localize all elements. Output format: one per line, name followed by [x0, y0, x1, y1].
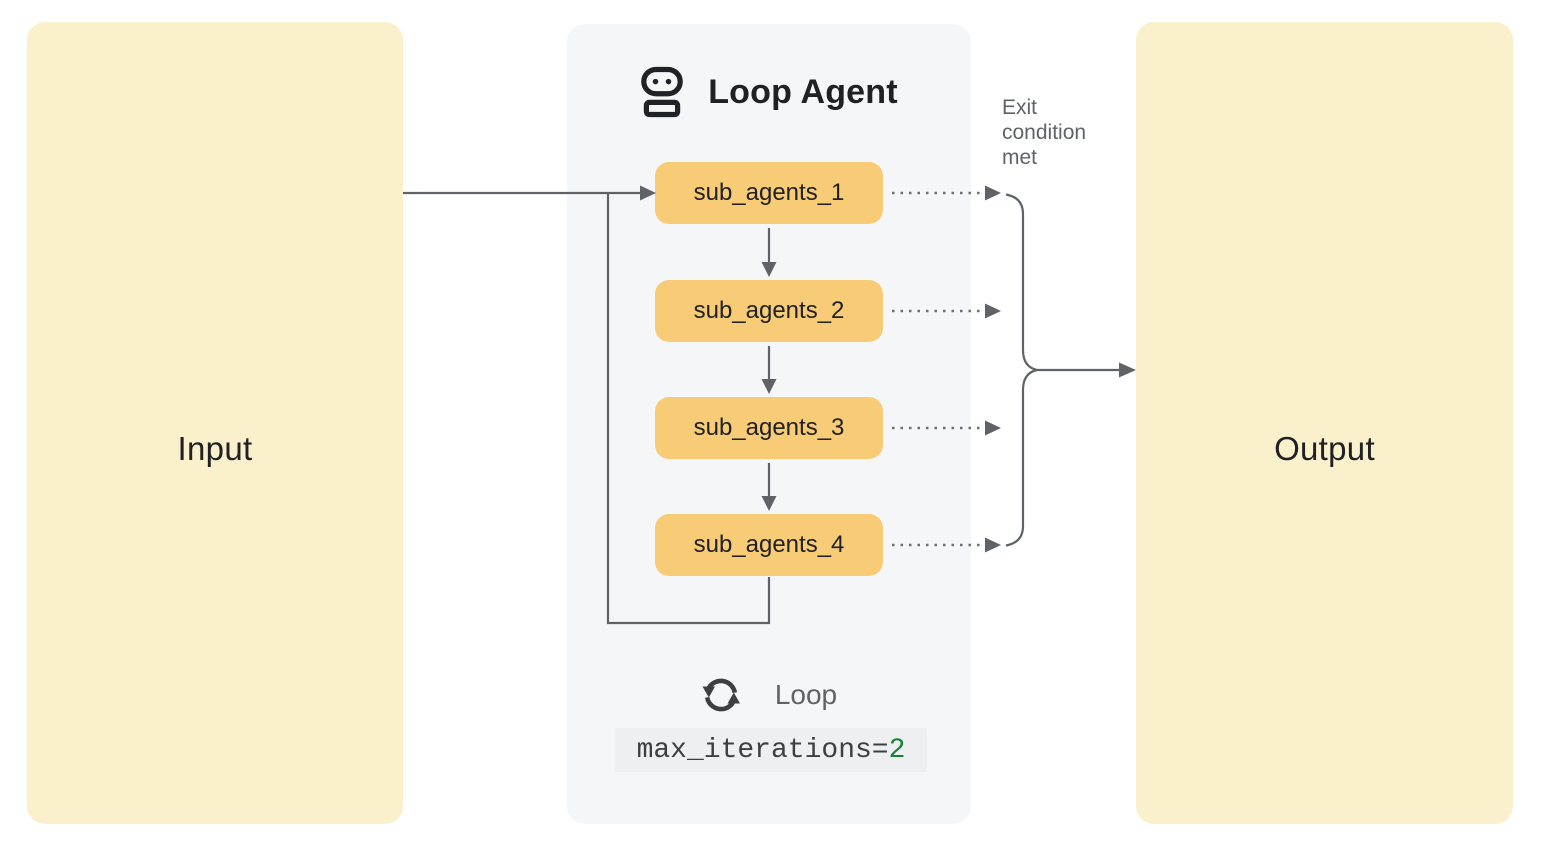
- output-label: Output: [1274, 430, 1375, 467]
- sub-agent-box-3: sub_agents_3: [655, 397, 883, 459]
- input-box: Input: [27, 22, 403, 824]
- sub-agent-box-4: sub_agents_4: [655, 514, 883, 576]
- sub-agent-box-2: sub_agents_2: [655, 280, 883, 342]
- loop-refresh-icon: [702, 678, 740, 712]
- loop-agent-panel: Loop Agent sub_agents_1 sub_agents_2 sub…: [567, 24, 971, 824]
- output-arrow: [1037, 362, 1136, 378]
- input-label: Input: [177, 430, 253, 467]
- robot-icon: [641, 66, 684, 118]
- loop-label: Loop: [774, 679, 838, 710]
- code-value: 2: [888, 734, 906, 766]
- sub-agent-box-1: sub_agents_1: [655, 162, 883, 224]
- code-text: max_iterations=: [636, 734, 889, 766]
- max-iterations-code: max_iterations=2: [615, 728, 927, 772]
- merge-brace: [1005, 193, 1038, 547]
- loop-indicator: Loop: [567, 675, 971, 715]
- loop-agent-header: Loop Agent: [567, 66, 971, 118]
- loop-agent-title: Loop Agent: [708, 72, 898, 111]
- output-box: Output: [1136, 22, 1513, 824]
- exit-condition-label: Exit condition met: [1002, 96, 1087, 169]
